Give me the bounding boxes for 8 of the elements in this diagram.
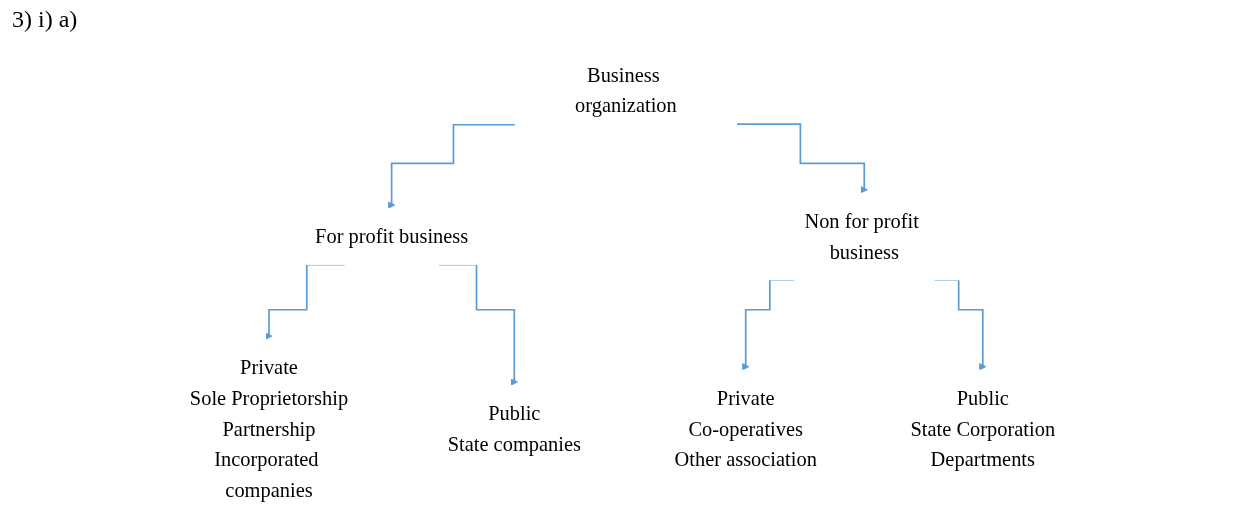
node-text: Business organization [575, 63, 677, 117]
node-text: Public State Corporation Departments [910, 387, 1056, 471]
arrow [735, 123, 868, 194]
arrow [387, 123, 517, 209]
node-text: Private Co-operatives Other association [674, 387, 817, 471]
section-number: 3) i) a) [12, 6, 78, 33]
node-text: Private Sole Proprietorship Partnership Incorporated companies [189, 356, 349, 502]
node-text: Public State companies [447, 402, 581, 456]
